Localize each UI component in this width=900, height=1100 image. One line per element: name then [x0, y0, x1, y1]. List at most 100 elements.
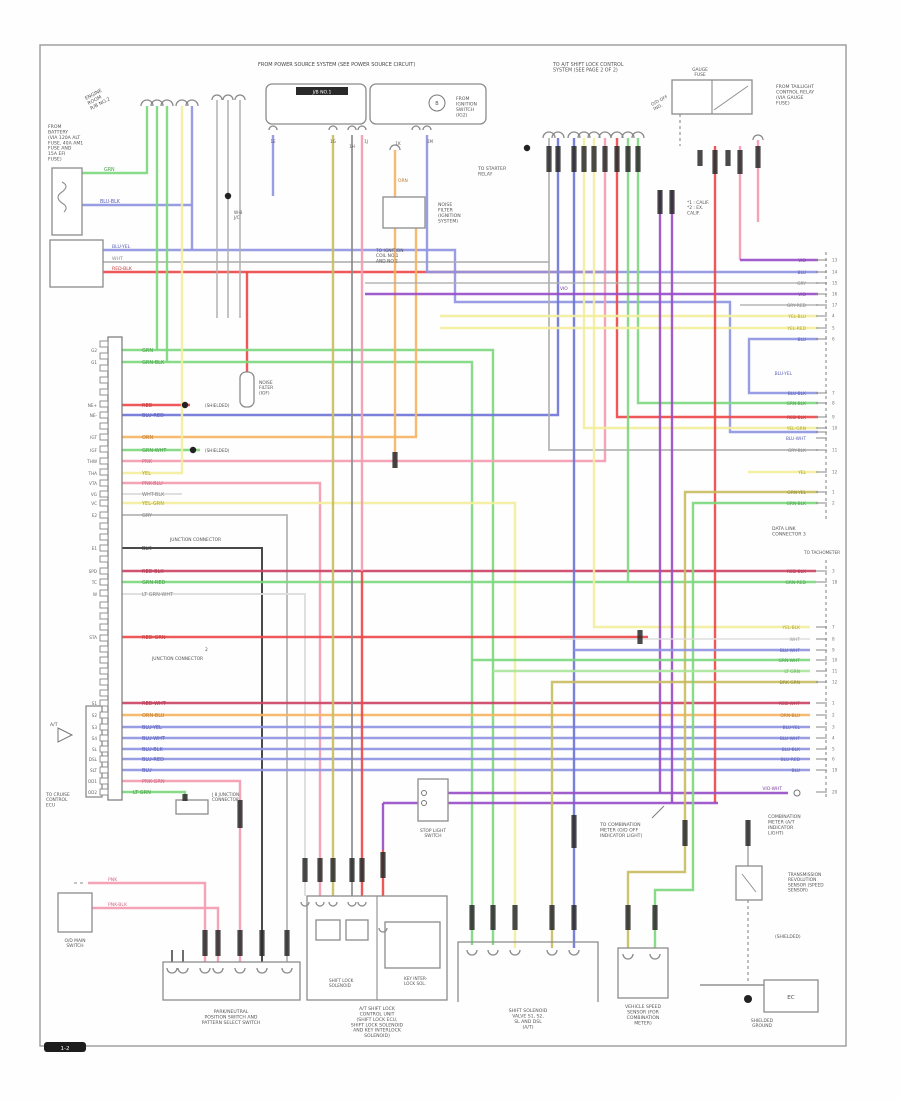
connector-tip	[571, 815, 577, 848]
diagram-label: PNK-BLU	[142, 481, 163, 487]
connector-loop	[328, 125, 338, 131]
ecm-pin	[99, 723, 109, 731]
diagram-label: ORN	[142, 435, 153, 441]
diagram-label: RED	[142, 403, 153, 409]
connector-tip	[591, 146, 597, 172]
connector-loop	[577, 131, 591, 139]
diagram-label: PNK-BLK	[108, 902, 128, 908]
connector-loop	[752, 134, 764, 141]
wire	[118, 360, 474, 945]
diagram-label: JUNCTION CONNECTOR	[151, 656, 203, 662]
connector-loop	[268, 125, 278, 131]
connector-loop	[357, 901, 367, 907]
connector-loop	[199, 967, 211, 974]
fuse-diagonal	[713, 85, 749, 111]
diagram-label: (SHIELDED)	[205, 448, 230, 453]
ecm-pin	[99, 788, 109, 796]
diagram-label: WHT	[112, 256, 123, 262]
diagram-label: BLU-RED	[142, 413, 164, 419]
diagram-label: GRN	[104, 167, 115, 173]
ecm-pin	[99, 667, 109, 675]
component-box	[315, 919, 341, 941]
ecm-pin-label: E1	[92, 546, 98, 551]
ecm-pin	[99, 589, 109, 597]
ecm-pin-label: SPD	[89, 569, 97, 574]
connector-loop	[357, 125, 367, 131]
ecm-pin	[99, 634, 109, 642]
diagram-label: (SHIELDED)	[205, 403, 230, 408]
connector-tip	[555, 146, 561, 172]
connector-loop	[631, 131, 645, 139]
ecm-pin	[99, 612, 109, 620]
connector-loop	[300, 901, 310, 907]
ecm-pin	[99, 352, 109, 360]
component-box	[763, 979, 819, 1013]
ecm-pin	[99, 364, 109, 372]
diagram-label: GRN-YEL	[787, 490, 806, 496]
component-box	[382, 196, 426, 229]
ecm-pin	[99, 511, 109, 519]
terminal-pin-number: 19	[832, 768, 838, 773]
component-box	[345, 919, 369, 941]
connector-loop	[175, 99, 189, 107]
diagram-label: GRN	[142, 348, 153, 354]
diagram-label: 1K	[395, 141, 401, 146]
diagram-label: BLU-RED	[781, 757, 801, 763]
diagram-label: RED-WHT	[779, 701, 800, 707]
connector-tip	[682, 820, 688, 846]
ecm-pin	[99, 499, 109, 507]
pointer-line	[651, 805, 665, 819]
connector-loop	[546, 949, 558, 956]
wire	[103, 248, 818, 434]
page-tab	[44, 1042, 86, 1052]
terminal-pin-number: 2	[832, 501, 835, 506]
ecm-pin-label: IGF	[90, 448, 97, 453]
diagram-label: RED-WHT	[142, 701, 167, 707]
diagram-label: WHT	[790, 637, 801, 643]
diagram-label: KEY INTER-LOCK SOL.	[404, 976, 428, 986]
connector-loop	[211, 94, 223, 101]
diagram-label: BLU-YEL	[142, 725, 162, 731]
ecm-connector-bar	[107, 336, 123, 801]
diagram-label: A/T	[50, 722, 58, 728]
diagram-label: BLU-WHT	[786, 436, 807, 442]
connector-loop	[567, 131, 581, 139]
component-box	[384, 921, 441, 969]
connector-tip	[237, 930, 243, 956]
wire	[82, 106, 149, 175]
connector-tip	[745, 820, 751, 846]
labels-layer: 1-2G2G1NE+NE-IGTIGFTHWTHAVTAVGVCE2E1SPDT…	[45, 62, 840, 1052]
diagram-label: GRY	[142, 513, 153, 519]
connector-tip	[697, 150, 703, 166]
wire	[118, 514, 288, 962]
diagram-label: PNK	[142, 459, 153, 465]
diagram-label: *1 : CALIF.*2 : EX.CALIF.	[687, 200, 709, 216]
diagram-label: BLU-YEL	[783, 725, 801, 731]
ecm-pin-label: IGT	[90, 435, 97, 440]
ecm-pin-label: SL	[92, 747, 98, 752]
terminal-pin-number: 2	[832, 713, 835, 718]
diagram-label: BLU	[792, 768, 800, 774]
connector-loop	[621, 131, 635, 139]
component-box	[162, 961, 301, 1001]
splice-dot	[181, 401, 189, 409]
connector-loop	[568, 949, 580, 956]
connector-loop	[422, 125, 432, 131]
wire	[118, 348, 495, 945]
connector-circle	[421, 800, 427, 806]
connector-loop	[542, 131, 556, 139]
diagram-label: GRN-WHT	[142, 448, 167, 454]
connector-layer	[57, 94, 827, 1003]
connector-tip	[755, 146, 761, 168]
terminal-pin-number: 16	[832, 292, 838, 297]
junction-block-header	[296, 87, 348, 95]
wire	[636, 138, 818, 405]
